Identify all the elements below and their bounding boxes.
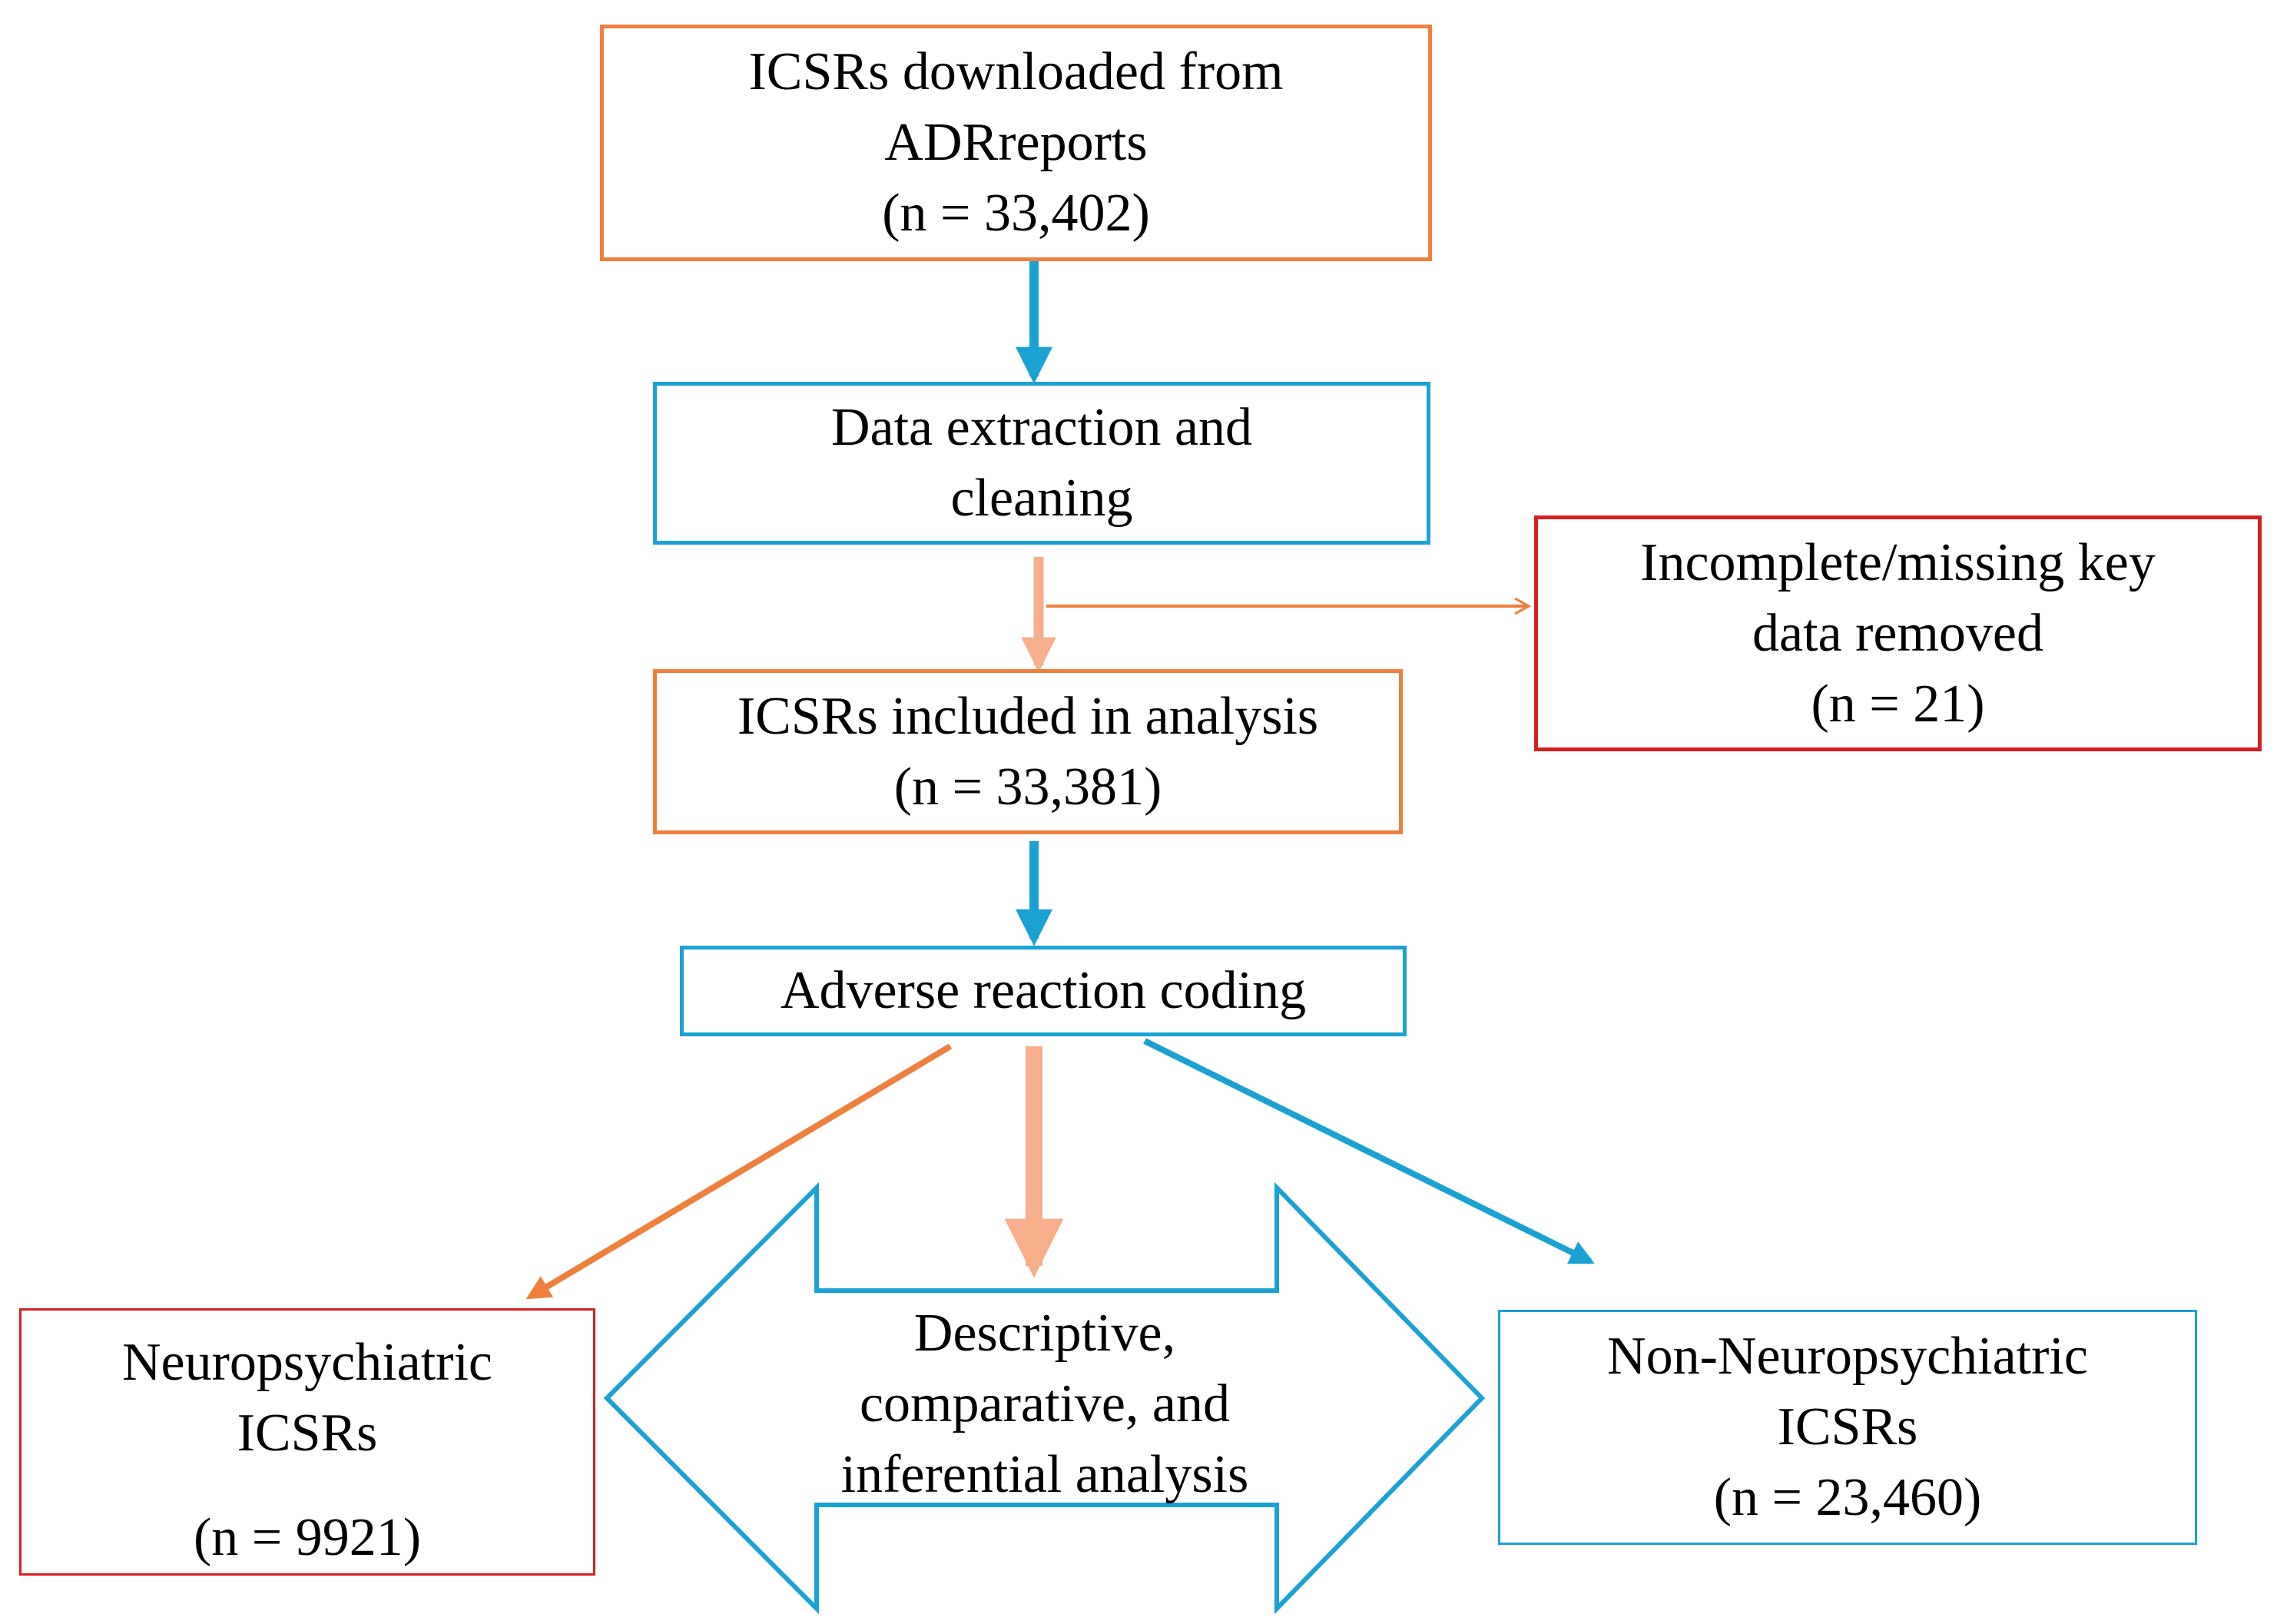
node-line: ICSRs downloaded from bbox=[748, 42, 1284, 101]
node-line: Neuropsychiatric bbox=[121, 1333, 493, 1392]
node-line: cleaning bbox=[950, 469, 1133, 528]
node-adverse-reaction-coding: Adverse reaction coding bbox=[680, 946, 1407, 1036]
analysis-double-arrow bbox=[603, 1182, 1486, 1615]
node-data-extraction: Data extraction and cleaning bbox=[653, 382, 1430, 545]
node-count: (n = 23,460) bbox=[1713, 1468, 1982, 1527]
node-non-neuropsychiatric: Non-Neuropsychiatric ICSRs (n = 23,460) bbox=[1498, 1310, 2197, 1545]
node-count: (n = 33,402) bbox=[882, 184, 1150, 243]
node-line: Non-Neuropsychiatric bbox=[1607, 1327, 2088, 1386]
node-line: ICSRs bbox=[237, 1404, 378, 1463]
analysis-line: comparative, and bbox=[859, 1374, 1230, 1433]
node-line: Data extraction and bbox=[830, 398, 1253, 457]
node-count: (n = 21) bbox=[1811, 674, 1985, 734]
node-line: Adverse reaction coding bbox=[780, 961, 1307, 1020]
node-count: (n = 33,381) bbox=[893, 757, 1162, 817]
arrow-coding-to-neuro bbox=[525, 1043, 953, 1300]
node-line: ADRreports bbox=[884, 113, 1148, 172]
node-icsrs-included: ICSRs included in analysis (n = 33,381) bbox=[653, 669, 1403, 834]
node-line: ICSRs bbox=[1777, 1397, 1918, 1457]
node-data-removed: Incomplete/missing key data removed (n =… bbox=[1534, 515, 2262, 751]
analysis-line: inferential analysis bbox=[840, 1445, 1249, 1504]
node-line: data removed bbox=[1752, 603, 2043, 663]
analysis-line: Descriptive, bbox=[913, 1304, 1176, 1363]
node-icsrs-downloaded: ICSRs downloaded from ADRreports (n = 33… bbox=[600, 25, 1432, 261]
node-line: Incomplete/missing key bbox=[1640, 532, 2156, 592]
node-line: ICSRs included in analysis bbox=[737, 686, 1319, 746]
node-count: (n = 9921) bbox=[193, 1508, 422, 1567]
arrow-coding-to-non-neuro bbox=[1143, 1038, 1595, 1264]
node-neuropsychiatric: Neuropsychiatric ICSRs (n = 9921) bbox=[19, 1308, 595, 1576]
analysis-label: Descriptive, comparative, and inferentia… bbox=[768, 1298, 1321, 1510]
